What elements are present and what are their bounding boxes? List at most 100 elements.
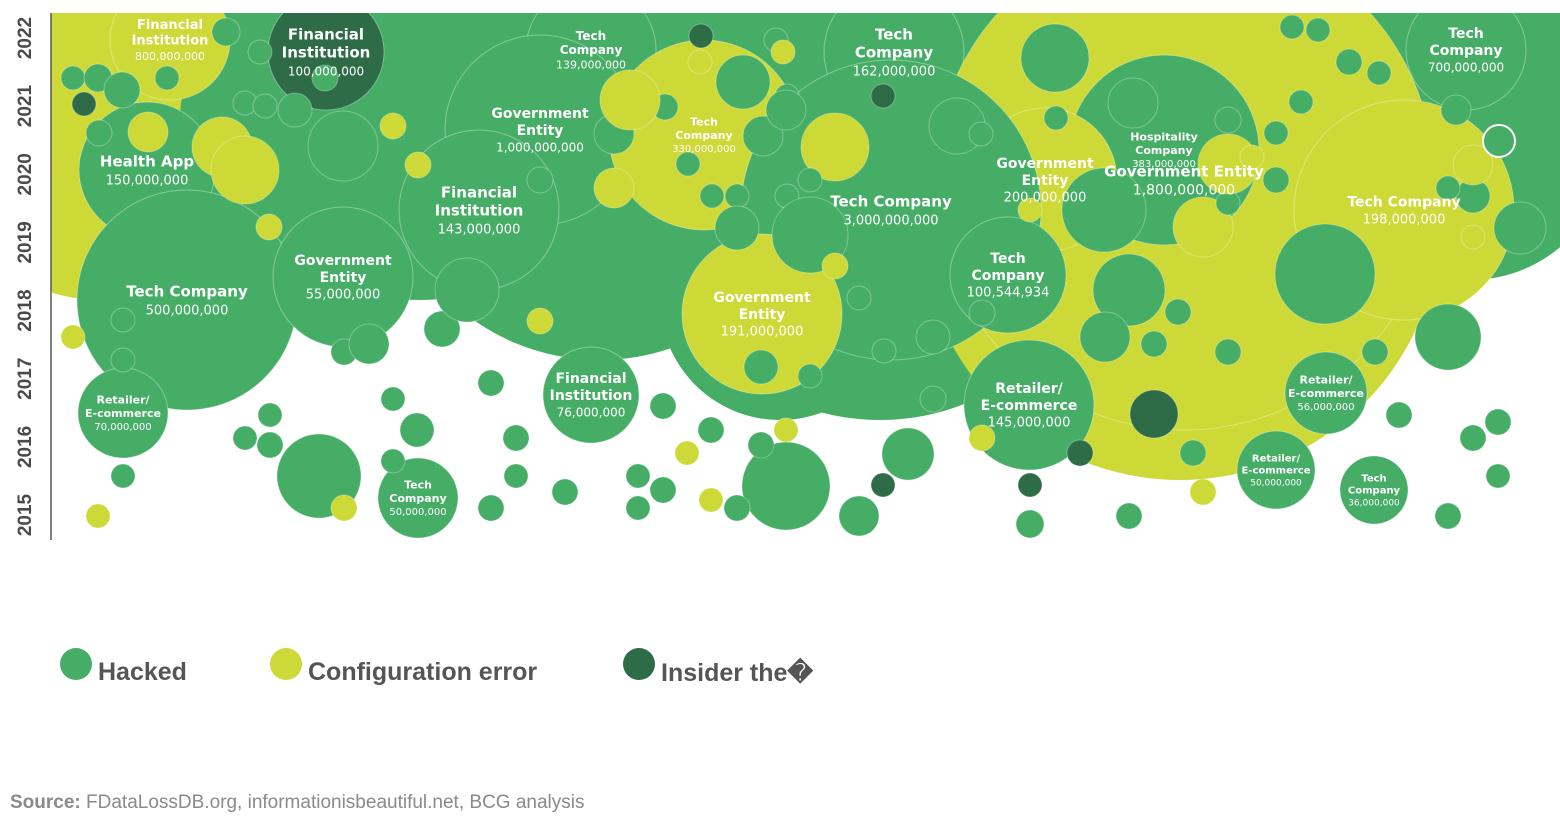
bubble-records-label: 1,000,000,000 (496, 141, 584, 155)
small-bubble (1335, 48, 1363, 76)
small-bubble (502, 424, 530, 452)
y-axis-label-2021: 2021 (15, 85, 36, 128)
small-bubble (870, 472, 896, 498)
small-bubble (311, 64, 339, 92)
bubble-records-label: 383,000,000 (1132, 159, 1196, 170)
small-bubble (1366, 60, 1392, 86)
small-bubble (210, 135, 280, 205)
small-bubble (1129, 389, 1179, 439)
bubble-entity-label: Company (855, 43, 933, 61)
bubble-financial-institution (542, 346, 640, 444)
bubble-entity-label: Institution (435, 201, 524, 219)
small-bubble (1274, 223, 1376, 325)
small-bubble (103, 71, 141, 109)
small-bubble (110, 463, 136, 489)
small-bubble (526, 166, 554, 194)
small-bubble (399, 412, 435, 448)
small-bubble (714, 205, 760, 251)
small-bubble (1262, 166, 1290, 194)
small-bubble (1107, 77, 1159, 129)
small-bubble (255, 213, 283, 241)
bubble-records-label: 191,000,000 (721, 325, 804, 340)
bubble-records-label: 100,000,000 (288, 64, 364, 78)
small-bubbles (60, 14, 1547, 539)
bubble-labels: FinancialInstitution800,000,000Financial… (85, 18, 1504, 518)
y-axis-label-2022: 2022 (15, 17, 36, 59)
small-bubble (1414, 303, 1482, 371)
bubble-entity-label: Hospitality (1130, 131, 1198, 144)
bubble-entity-label: Government (294, 253, 392, 269)
bubble-records-label: 200,000,000 (1004, 191, 1087, 206)
bubble-entity-label: Financial (555, 371, 626, 387)
bubble-records-label: 143,000,000 (438, 222, 521, 237)
small-bubble (211, 17, 241, 47)
small-bubble (1440, 94, 1472, 126)
bubble-entity-label: Health App (100, 152, 194, 170)
small-bubble (247, 39, 273, 65)
bubble-entity-label: Institution (132, 34, 209, 49)
small-bubble (434, 257, 500, 323)
small-bubble (771, 196, 849, 274)
bubble-records-label: 145,000,000 (988, 416, 1071, 431)
bubble-entity-label: Entity (517, 123, 564, 139)
bubble-tech-company (1339, 455, 1409, 525)
bubble-entity-label: Institution (282, 43, 371, 61)
y-axis-label-2020: 2020 (15, 153, 36, 195)
small-bubble (1092, 253, 1166, 327)
small-bubble (1015, 509, 1045, 539)
small-bubble (1164, 298, 1192, 326)
small-bubble (687, 49, 713, 75)
bubble-entity-label: Financial (137, 18, 203, 33)
bubble-records-label: 100,544,934 (967, 286, 1050, 301)
y-axis-label-2019: 2019 (15, 221, 36, 263)
small-bubble (110, 307, 136, 333)
legend-label-hacked: Hacked (98, 658, 187, 686)
small-bubble (257, 402, 283, 428)
small-bubble (526, 307, 554, 335)
small-bubble (625, 463, 651, 489)
source-label: Source: (10, 792, 81, 813)
small-bubble (742, 115, 784, 157)
small-bubble (85, 119, 113, 147)
small-bubble (968, 121, 994, 147)
small-bubble (1279, 14, 1305, 40)
small-bubble (477, 369, 505, 397)
bubble-records-label: 330,000,000 (672, 144, 736, 155)
legend-label-insider-theft: Insider the� (661, 659, 814, 687)
small-bubble (252, 93, 278, 119)
bubble-entity-label: Financial (441, 183, 517, 201)
small-bubble (404, 151, 432, 179)
small-bubble (1288, 89, 1314, 115)
small-bubble (821, 252, 849, 280)
small-bubble (1484, 408, 1512, 436)
bubble-tech-company (377, 457, 459, 539)
small-bubble (1140, 330, 1168, 358)
bubble-entity-label: Company (389, 492, 446, 505)
small-bubble (770, 39, 796, 65)
bubble-government-entity (681, 233, 843, 395)
bubble-records-label: 3,000,000,000 (843, 213, 938, 228)
small-bubble (674, 440, 700, 466)
small-bubble (688, 23, 714, 49)
bubble-entity-label: Tech (1361, 474, 1386, 485)
small-bubble (379, 112, 407, 140)
bubble-entity-label: Tech (1448, 26, 1483, 42)
small-bubble (1263, 120, 1289, 146)
small-bubble (625, 495, 651, 521)
small-bubble (968, 299, 996, 327)
small-bubble (503, 463, 529, 489)
bubble-entity-label: Retailer/ (995, 381, 1063, 397)
small-bubble (699, 183, 725, 209)
bubble-entity-label: Tech Company (1347, 195, 1460, 211)
bubble-entity-label: Tech (875, 25, 913, 43)
small-bubble (797, 167, 823, 193)
source-text: FDataLossDB.org, informationisbeautiful.… (86, 792, 585, 813)
bubble-retailer-e-commerce (1236, 430, 1316, 510)
small-bubble (71, 91, 97, 117)
small-bubble (380, 448, 406, 474)
bubble-entity-label: Government (713, 290, 811, 306)
small-bubble (838, 495, 880, 537)
small-bubble (1189, 478, 1217, 506)
bubble-entity-label: Company (560, 43, 623, 57)
bubble-records-label: 70,000,000 (94, 422, 151, 433)
